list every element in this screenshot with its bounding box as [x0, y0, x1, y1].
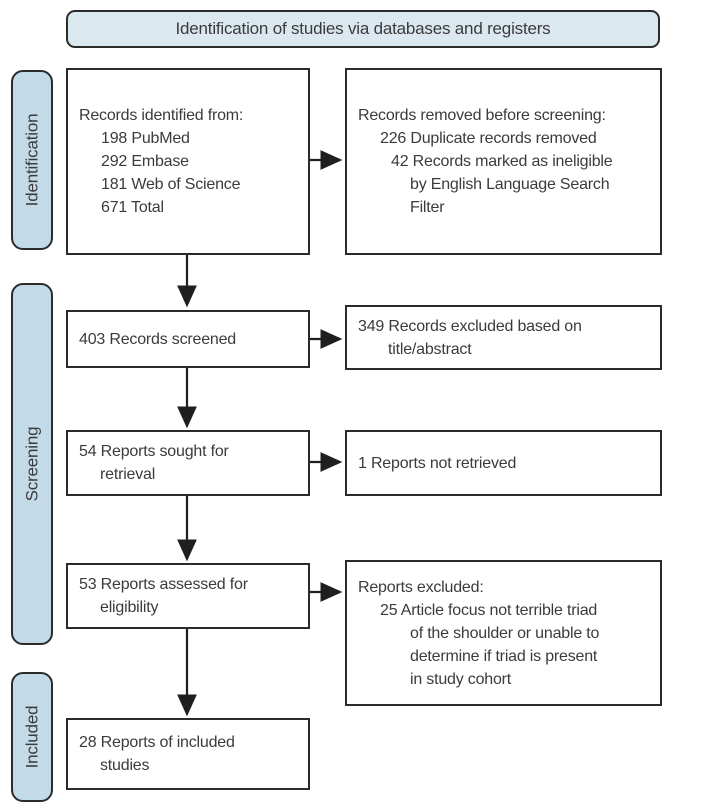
stage-screening: Screening: [11, 283, 53, 645]
box-line: 198 PubMed: [101, 130, 190, 147]
box-line: 1 Reports not retrieved: [358, 454, 517, 472]
box-line: 54 Reports sought for: [79, 443, 229, 460]
box-line: Reports excluded:: [358, 578, 484, 596]
box-line: retrieval: [100, 466, 156, 483]
box-reports-assessed: 53 Reports assessed for eligibility: [66, 563, 310, 629]
stage-identification: Identification: [11, 70, 53, 250]
box-line: 671 Total: [101, 199, 164, 216]
box-records-removed: Records removed before screening: 226 Du…: [345, 68, 662, 255]
stage-included-label: Included: [22, 705, 41, 769]
box-line: by English Language Search: [410, 176, 610, 193]
box-line: 42 Records marked as ineligible: [391, 153, 613, 170]
box-line: Records identified from:: [79, 107, 244, 124]
box-line: studies: [100, 757, 150, 774]
box-line: Records removed before screening:: [358, 107, 606, 124]
box-reports-not-retrieved: 1 Reports not retrieved: [345, 430, 662, 496]
box-reports-included: 28 Reports of included studies: [66, 718, 310, 790]
box-line: of the shoulder or unable to: [410, 624, 600, 642]
box-line: 403 Records screened: [79, 330, 236, 348]
box-line: 292 Embase: [101, 153, 189, 170]
diagram-title: Identification of studies via databases …: [175, 19, 551, 38]
box-line: 53 Reports assessed for: [79, 576, 248, 593]
box-line: eligibility: [100, 599, 159, 616]
box-line: 28 Reports of included: [79, 734, 235, 751]
box-reports-excluded: Reports excluded: 25 Article focus not t…: [345, 560, 662, 706]
stage-screening-label: Screening: [22, 426, 41, 502]
box-records-screened: 403 Records screened: [66, 310, 310, 368]
box-line: 181 Web of Science: [101, 176, 241, 193]
box-line: 349 Records excluded based on: [358, 317, 582, 335]
box-line: in study cohort: [410, 670, 512, 688]
stage-included: Included: [11, 672, 53, 802]
box-records-identified: Records identified from: 198 PubMed 292 …: [66, 68, 310, 255]
box-reports-sought: 54 Reports sought for retrieval: [66, 430, 310, 496]
diagram-header: Identification of studies via databases …: [66, 10, 660, 48]
box-line: Filter: [410, 199, 445, 216]
box-line: title/abstract: [388, 340, 472, 358]
stage-identification-label: Identification: [22, 113, 41, 207]
box-line: 25 Article focus not terrible triad: [380, 601, 598, 619]
box-line: determine if triad is present: [410, 647, 598, 665]
box-records-excluded: 349 Records excluded based on title/abst…: [345, 305, 662, 370]
box-line: 226 Duplicate records removed: [380, 130, 597, 147]
